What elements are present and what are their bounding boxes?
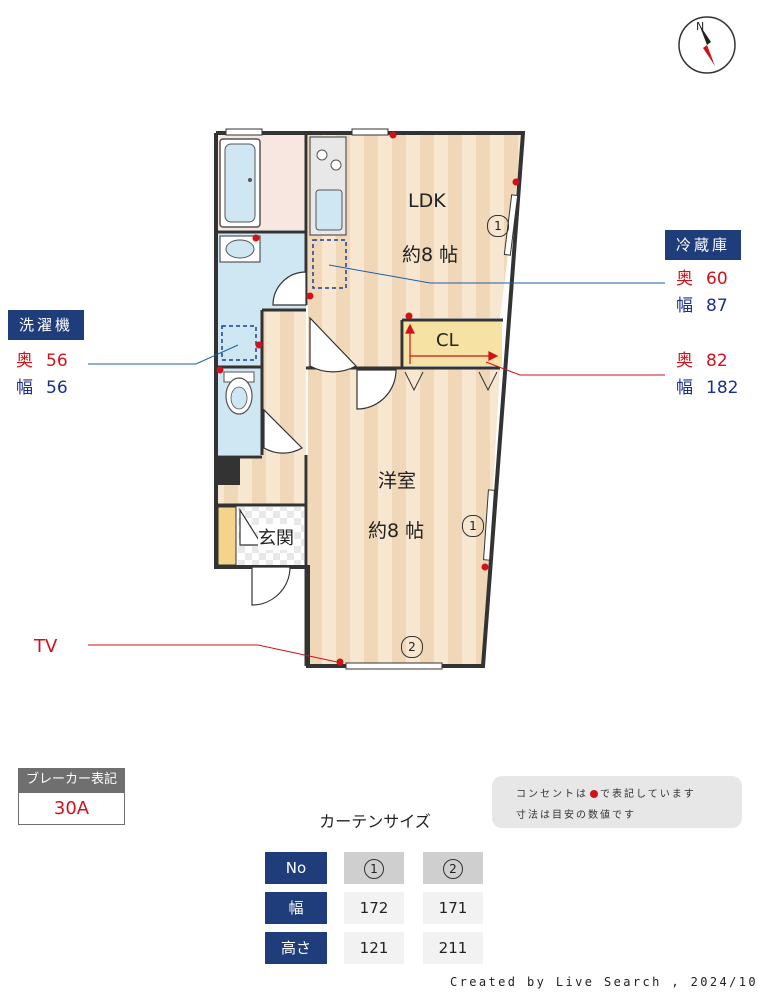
curtain-col-2: 2 bbox=[423, 852, 483, 884]
ldk-label: LDK bbox=[408, 190, 446, 212]
doors bbox=[239, 271, 397, 606]
outlet-dot-icon bbox=[590, 790, 598, 798]
floor-plan: N bbox=[88, 16, 736, 670]
window-marker-yoshitsu-side: 1 bbox=[462, 515, 484, 537]
ldk-size: 約8 帖 bbox=[402, 244, 459, 266]
tv-label: TV bbox=[34, 636, 58, 657]
fridge-space bbox=[312, 239, 347, 289]
breaker-label: ブレーカー表記 bbox=[18, 768, 125, 792]
svg-text:N: N bbox=[696, 20, 704, 33]
legend-note: コンセントはで表記しています 寸法は目安の数値です bbox=[492, 776, 742, 828]
closet-label: CL bbox=[436, 330, 459, 351]
closet-dimension-arrows bbox=[405, 323, 499, 364]
curtain-header-label: No bbox=[265, 852, 327, 884]
kitchen-counter bbox=[309, 136, 347, 236]
pillar bbox=[216, 457, 240, 485]
leader-lines bbox=[88, 264, 665, 663]
curtain-col-1: 1 bbox=[344, 852, 404, 884]
curtain-title: カーテンサイズ bbox=[319, 812, 431, 831]
closet-doors bbox=[404, 371, 498, 392]
washer-space bbox=[221, 325, 257, 361]
curtain-width-2: 171 bbox=[423, 892, 483, 924]
compass-icon: N bbox=[678, 16, 736, 74]
washer-tag: 洗濯機 bbox=[8, 310, 84, 340]
vanity-sink bbox=[219, 235, 261, 263]
shoe-box bbox=[217, 506, 237, 566]
outlet-dots bbox=[216, 131, 520, 666]
curtain-width-1: 172 bbox=[344, 892, 404, 924]
window-marker-ldk: 1 bbox=[487, 215, 509, 237]
closet-floor bbox=[404, 321, 502, 366]
curtain-row-width-label: 幅 bbox=[265, 892, 327, 924]
window-marker-yoshitsu-bottom: 2 bbox=[401, 636, 423, 658]
yoshitsu-floor bbox=[308, 368, 500, 666]
curtain-height-2: 211 bbox=[423, 932, 483, 964]
windows bbox=[225, 128, 519, 670]
outer-wall bbox=[214, 131, 526, 668]
toilet bbox=[223, 371, 255, 415]
curtain-row-height-label: 高さ bbox=[265, 932, 327, 964]
curtain-height-1: 121 bbox=[344, 932, 404, 964]
yoshitsu-size: 約8 帖 bbox=[368, 520, 425, 542]
fridge-tag: 冷蔵庫 bbox=[665, 230, 741, 260]
ldk-floor bbox=[308, 133, 523, 368]
yoshitsu-label: 洋室 bbox=[378, 470, 417, 492]
breaker-value: 30A bbox=[18, 792, 125, 825]
genkan-label: 玄関 bbox=[258, 524, 294, 550]
footer-credit: Created by Live Search , 2024/10 bbox=[450, 975, 758, 989]
bathtub bbox=[219, 138, 261, 228]
